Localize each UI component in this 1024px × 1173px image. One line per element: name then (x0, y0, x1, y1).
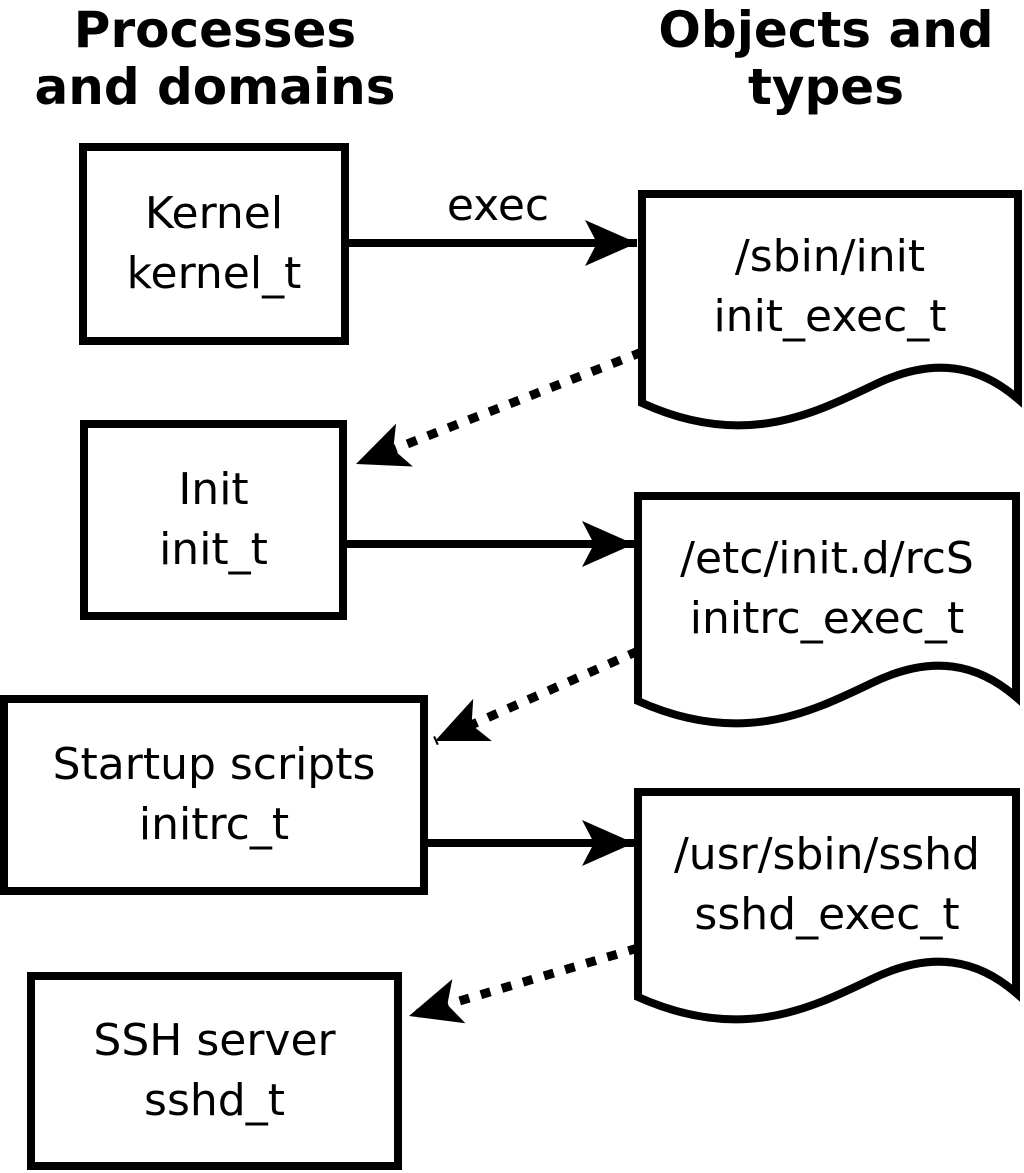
sbin-init-document (638, 190, 1022, 430)
init-name: Init (178, 464, 249, 515)
etc-initd-rcs-document-label: /etc/init.d/rcS initrc_exec_t (638, 496, 1016, 681)
exec-edge-label: exec (446, 179, 550, 231)
dotted-arrow-initrc-exec-to-initrc (433, 646, 640, 746)
ssh-server-box-label: SSH server sshd_t (27, 972, 402, 1170)
startup-scripts-domain: initrc_t (138, 799, 290, 850)
ssh-server-name: SSH server (93, 1015, 336, 1066)
column-header-processes-line1: Processes (73, 1, 357, 59)
sbin-init-type: init_exec_t (713, 290, 947, 342)
kernel-domain: kernel_t (126, 248, 302, 299)
usr-sbin-sshd-document (634, 788, 1020, 1024)
column-header-objects-line1: Objects and (658, 1, 994, 59)
usr-sbin-sshd-path: /usr/sbin/sshd (673, 828, 980, 880)
column-header-objects: Objects and types (626, 2, 1024, 116)
etc-initd-rcs-path: /etc/init.d/rcS (680, 532, 974, 584)
startup-scripts-box (0, 695, 428, 895)
sbin-init-path: /sbin/init (734, 230, 926, 282)
init-domain: init_t (159, 524, 268, 575)
etc-initd-rcs-document (634, 492, 1020, 728)
column-header-processes: Processes and domains (15, 2, 415, 116)
init-box-label: Init init_t (80, 420, 347, 620)
init-box (80, 420, 347, 620)
column-header-objects-line2: types (748, 58, 904, 116)
kernel-box-label: Kernel kernel_t (79, 143, 349, 345)
dotted-arrow-init-exec-to-init (354, 347, 644, 469)
kernel-name: Kernel (144, 188, 284, 239)
startup-scripts-name: Startup scripts (52, 739, 376, 790)
column-header-processes-line2: and domains (34, 58, 396, 116)
ssh-server-box (27, 972, 402, 1170)
sbin-init-document-label: /sbin/init init_exec_t (642, 194, 1018, 379)
ssh-server-domain: sshd_t (144, 1075, 285, 1126)
usr-sbin-sshd-type: sshd_exec_t (694, 888, 960, 940)
etc-initd-rcs-type: initrc_exec_t (689, 592, 965, 644)
startup-scripts-box-label: Startup scripts initrc_t (0, 695, 428, 895)
usr-sbin-sshd-document-label: /usr/sbin/sshd sshd_exec_t (638, 792, 1016, 977)
dotted-arrow-sshd-exec-to-sshd (407, 943, 640, 1024)
kernel-box (79, 143, 349, 345)
